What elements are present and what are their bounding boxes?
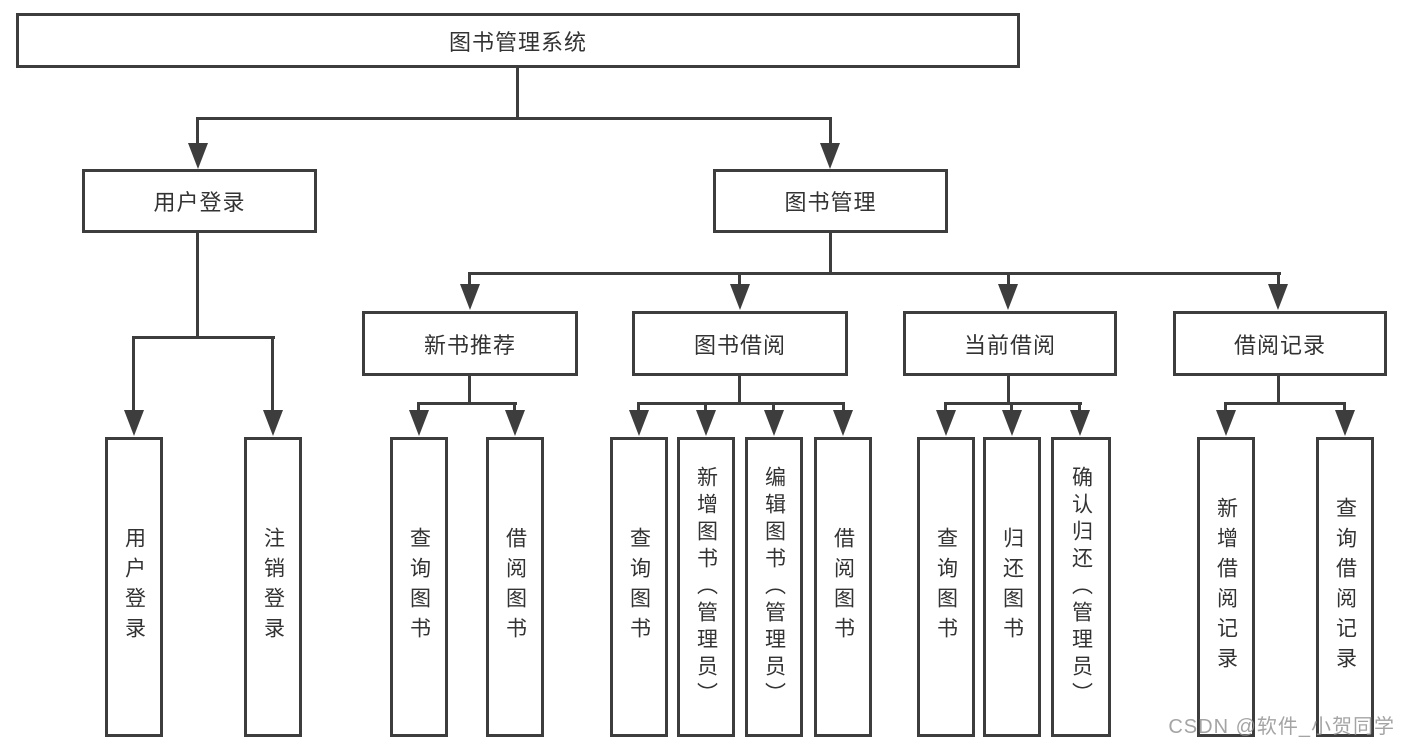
leaf-label: 新增借阅记录 — [1214, 497, 1238, 677]
connector-stem — [738, 272, 741, 288]
connector-horizontal — [944, 402, 1082, 405]
leaf-add-borrow-record: 新增借阅记录 — [1197, 437, 1255, 737]
connector-trunk — [1007, 376, 1010, 405]
leaf-label: 新增图书（管理员） — [694, 465, 718, 709]
connector-trunk — [1277, 376, 1280, 405]
arrow-down-icon — [764, 410, 784, 436]
connector-horizontal — [637, 402, 845, 405]
connector-stem — [1277, 272, 1280, 288]
arrow-down-icon — [505, 410, 525, 436]
node-new-book-recommend: 新书推荐 — [362, 311, 578, 376]
csdn-watermark: CSDN @软件_小贺同学 — [1168, 716, 1395, 738]
leaf-label: 注销登录 — [261, 527, 285, 647]
leaf-borrow-books-2: 借阅图书 — [814, 437, 872, 737]
connector-stem — [637, 402, 640, 414]
connector-stem — [704, 402, 707, 414]
connector-trunk — [738, 376, 741, 405]
arrow-down-icon — [730, 284, 750, 310]
connector-stem — [132, 336, 135, 412]
arrow-down-icon — [460, 284, 480, 310]
leaf-label: 归还图书 — [1000, 527, 1024, 647]
leaf-return-book: 归还图书 — [983, 437, 1041, 737]
leaf-label: 借阅图书 — [503, 527, 527, 647]
leaf-borrow-books-1: 借阅图书 — [486, 437, 544, 737]
node-root: 图书管理系统 — [16, 13, 1020, 68]
connector-stem — [1007, 272, 1010, 288]
arrow-down-icon — [820, 143, 840, 169]
arrow-down-icon — [263, 410, 283, 436]
node-new-book-recommend-label: 新书推荐 — [423, 332, 516, 358]
node-current-borrow-label: 当前借阅 — [963, 332, 1056, 358]
connector-stem — [513, 402, 516, 414]
connector-stem — [944, 402, 947, 414]
connector-stem — [1343, 402, 1346, 414]
arrow-down-icon — [936, 410, 956, 436]
arrow-down-icon — [1268, 284, 1288, 310]
connector-bookmgmt-trunk — [829, 233, 832, 274]
node-user-login: 用户登录 — [82, 169, 317, 233]
arrow-down-icon — [1335, 410, 1355, 436]
arrow-down-icon — [1002, 410, 1022, 436]
connector-stem — [842, 402, 845, 414]
arrow-down-icon — [1216, 410, 1236, 436]
leaf-label: 查询借阅记录 — [1333, 497, 1357, 677]
node-user-login-label: 用户登录 — [153, 190, 246, 215]
leaf-label: 用户登录 — [122, 527, 146, 647]
connector-stem — [468, 272, 471, 288]
connector-horizontal — [1224, 402, 1346, 405]
arrow-down-icon — [188, 143, 208, 169]
arrow-down-icon — [998, 284, 1018, 310]
leaf-label: 编辑图书（管理员） — [762, 465, 786, 709]
connector-stem — [271, 336, 274, 412]
arrow-down-icon — [629, 410, 649, 436]
node-book-borrow: 图书借阅 — [632, 311, 848, 376]
node-book-management: 图书管理 — [713, 169, 948, 233]
connector-userlogin-trunk — [196, 233, 199, 339]
arrow-down-icon — [124, 410, 144, 436]
leaf-logout: 注销登录 — [244, 437, 302, 737]
node-book-borrow-label: 图书借阅 — [693, 332, 786, 358]
leaf-edit-book-admin: 编辑图书（管理员） — [745, 437, 803, 737]
leaf-query-books-1: 查询图书 — [390, 437, 448, 737]
node-borrow-records: 借阅记录 — [1173, 311, 1387, 376]
connector-stem — [829, 117, 832, 147]
arrow-down-icon — [696, 410, 716, 436]
leaf-confirm-return-admin: 确认归还（管理员） — [1051, 437, 1111, 737]
connector-stem — [1010, 402, 1013, 414]
leaf-user-login: 用户登录 — [105, 437, 163, 737]
arrow-down-icon — [409, 410, 429, 436]
leaf-label: 查询图书 — [627, 527, 651, 647]
connector-horizontal — [417, 402, 517, 405]
node-borrow-records-label: 借阅记录 — [1233, 332, 1326, 358]
connector-stem — [417, 402, 420, 414]
connector-stem — [1078, 402, 1081, 414]
connector-level3-horizontal — [468, 272, 1281, 275]
connector-stem — [772, 402, 775, 414]
arrow-down-icon — [1070, 410, 1090, 436]
connector-stem — [196, 117, 199, 147]
connector-level2-horizontal — [196, 117, 832, 120]
leaf-query-borrow-record: 查询借阅记录 — [1316, 437, 1374, 737]
connector-stem — [1224, 402, 1227, 414]
leaf-label: 借阅图书 — [831, 527, 855, 647]
connector-root-trunk — [516, 68, 519, 119]
node-book-management-label: 图书管理 — [784, 190, 877, 215]
connector-trunk — [468, 376, 471, 405]
node-current-borrow: 当前借阅 — [903, 311, 1117, 376]
leaf-query-books-3: 查询图书 — [917, 437, 975, 737]
connector-userlogin-horizontal — [132, 336, 275, 339]
arrow-down-icon — [833, 410, 853, 436]
leaf-query-books-2: 查询图书 — [610, 437, 668, 737]
leaf-label: 查询图书 — [407, 527, 431, 647]
leaf-label: 查询图书 — [934, 527, 958, 647]
leaf-label: 确认归还（管理员） — [1069, 465, 1093, 709]
node-root-label: 图书管理系统 — [448, 29, 587, 55]
leaf-add-book-admin: 新增图书（管理员） — [677, 437, 735, 737]
